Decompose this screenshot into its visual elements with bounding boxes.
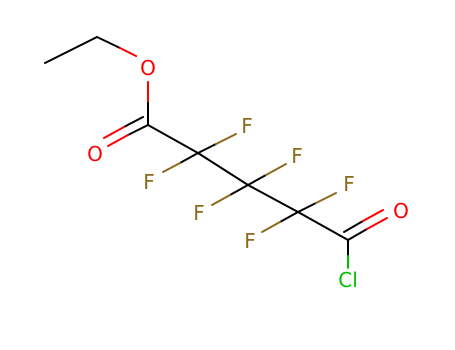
atom-label-fluorine-4: F bbox=[193, 201, 205, 225]
atom-labels: O O F F F F F F O Cl bbox=[87, 56, 409, 292]
bond-c1-o-double-a-c bbox=[127, 124, 149, 136]
bond-c3-f4-f bbox=[211, 194, 231, 206]
bond-c2-f2-c bbox=[179, 152, 199, 164]
atom-label-chlorine: Cl bbox=[338, 268, 358, 292]
atom-label-oxygen-ester-carbonyl: O bbox=[87, 142, 103, 166]
bond-c4-f6-c bbox=[279, 211, 299, 223]
bond-c1-o-double-b-o bbox=[103, 126, 125, 139]
atom-label-fluorine-3: F bbox=[291, 144, 303, 168]
bond-c5-o-double-b-o bbox=[362, 209, 384, 222]
bond-ch2-oether-o bbox=[119, 47, 137, 57]
bond-c1-c2 bbox=[147, 124, 199, 154]
atom-label-oxygen-ether: O bbox=[140, 56, 156, 80]
bond-lines bbox=[44, 36, 388, 269]
bond-c4-c5 bbox=[297, 211, 349, 241]
bond-c3-f3-f bbox=[265, 163, 287, 176]
bond-c2-f2-f bbox=[162, 162, 181, 173]
bond-c5-o-double-a-c bbox=[347, 228, 368, 241]
bond-c5-o-double-b-c bbox=[343, 220, 364, 233]
bond-c3-f3-c bbox=[247, 174, 267, 186]
bond-c5-o-double-a-o bbox=[366, 217, 388, 230]
bond-c3-c4 bbox=[247, 184, 299, 213]
bond-c2-f1-c bbox=[197, 143, 217, 154]
bond-c4-f5-c bbox=[297, 202, 317, 213]
atom-label-fluorine-5: F bbox=[343, 172, 355, 196]
atom-label-fluorine-6: F bbox=[244, 229, 256, 253]
atom-label-fluorine-2: F bbox=[143, 170, 155, 194]
bond-ch3-ch2 bbox=[44, 36, 98, 64]
atom-label-oxygen-acyl-carbonyl: O bbox=[393, 199, 409, 223]
bond-ch2-oether-c bbox=[96, 36, 121, 49]
bond-c2-f1-f bbox=[215, 133, 237, 145]
atom-label-fluorine-1: F bbox=[241, 114, 253, 138]
bond-c1-o-double-a-o bbox=[107, 134, 129, 147]
bond-c3-f4-c bbox=[229, 184, 249, 196]
bond-c1-o-double-b-c bbox=[123, 116, 144, 128]
bond-c4-f5-f bbox=[315, 192, 337, 204]
bond-c2-c3 bbox=[197, 152, 249, 186]
bond-c4-f6-f bbox=[261, 221, 281, 233]
